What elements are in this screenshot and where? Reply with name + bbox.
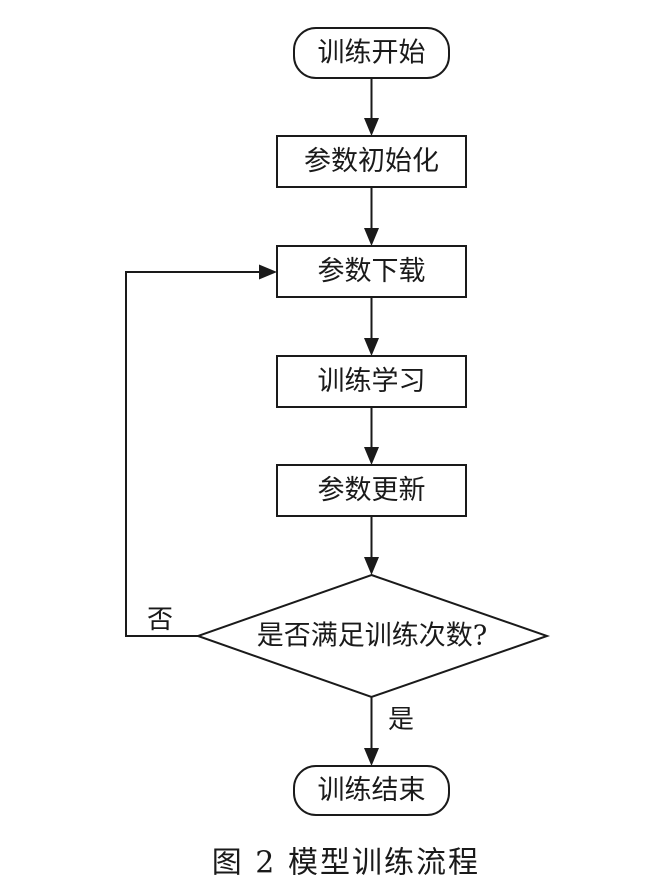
- learn-node: 训练学习: [276, 355, 467, 408]
- init-node: 参数初始化: [276, 135, 467, 188]
- figure-caption: 图 2 模型训练流程: [212, 846, 480, 881]
- update-node: 参数更新: [276, 464, 467, 517]
- edge-download-to-learn: [364, 297, 379, 356]
- branch-no-label: 否: [147, 605, 173, 635]
- start-node: 训练开始: [293, 27, 450, 79]
- edge-start-to-init: [364, 78, 379, 136]
- update-node-label: 参数更新: [318, 475, 426, 506]
- edge-learn-to-update: [364, 407, 379, 465]
- end-node-label: 训练结束: [318, 775, 426, 806]
- start-node-label: 训练开始: [318, 38, 426, 69]
- edge-decision-no-loop: [125, 264, 277, 637]
- edge-decision-yes: [364, 697, 379, 766]
- figure-title: 模型训练流程: [288, 846, 480, 881]
- edge-init-to-download: [364, 187, 379, 246]
- branch-yes-label: 是: [388, 705, 414, 735]
- figure-number: 图 2: [212, 846, 277, 881]
- decision-node: 是否满足训练次数?: [194, 573, 551, 699]
- init-node-label: 参数初始化: [304, 146, 439, 177]
- edge-update-to-decision: [364, 516, 379, 575]
- download-node-label: 参数下载: [318, 256, 426, 287]
- learn-node-label: 训练学习: [318, 366, 426, 397]
- download-node: 参数下载: [276, 245, 467, 298]
- decision-node-label: 是否满足训练次数?: [257, 621, 487, 652]
- end-node: 训练结束: [293, 765, 450, 816]
